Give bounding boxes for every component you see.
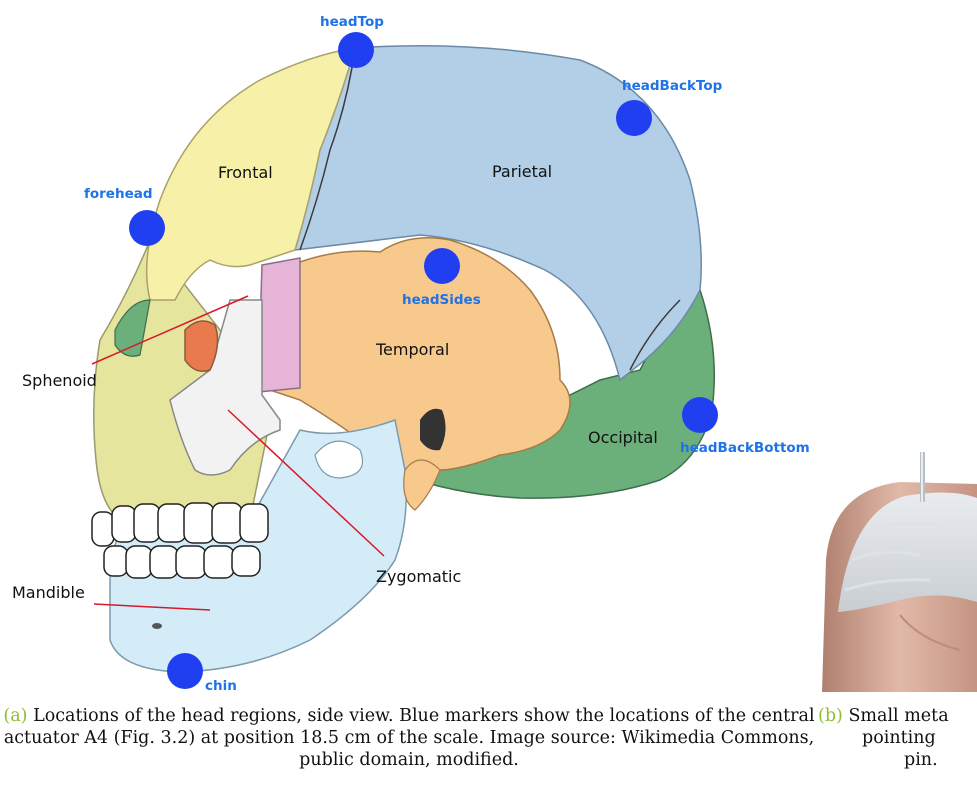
- caption-a: (a) Locations of the head regions, side …: [0, 705, 818, 771]
- zygomatic-label: Zygomatic: [376, 567, 461, 586]
- marker-headTop: [338, 32, 374, 68]
- caption-b-line1: Small meta: [848, 706, 948, 726]
- caption-b-line2: pointing: [818, 727, 977, 749]
- caption-b-tag: (b): [818, 706, 843, 726]
- skull-illustration: Frontal Parietal Temporal Sphenoid Occip…: [12, 14, 810, 694]
- temporal-label: Temporal: [375, 340, 449, 359]
- finger-photo: [822, 452, 977, 692]
- mandible-label: Mandible: [12, 583, 85, 602]
- marker-chin: [167, 653, 203, 689]
- caption-a-tag: (a): [3, 706, 27, 726]
- label-headSides: headSides: [402, 292, 481, 308]
- marker-headBackBottom: [682, 397, 718, 433]
- marker-headSides: [424, 248, 460, 284]
- marker-forehead: [129, 210, 165, 246]
- label-headBackBottom: headBackBottom: [680, 440, 810, 456]
- label-headBackTop: headBackTop: [622, 78, 723, 94]
- parietal-label: Parietal: [492, 162, 552, 181]
- caption-a-text: Locations of the head regions, side view…: [4, 706, 815, 770]
- caption-b-line3: pin.: [818, 749, 977, 771]
- sphenoid-bone: [258, 258, 300, 392]
- caption-b: (b) Small meta pointing pin.: [818, 705, 977, 771]
- label-chin: chin: [205, 678, 237, 694]
- label-forehead: forehead: [84, 186, 153, 202]
- frontal-label: Frontal: [218, 163, 273, 182]
- occipital-label: Occipital: [588, 428, 658, 447]
- marker-headBackTop: [616, 100, 652, 136]
- sphenoid-label: Sphenoid: [22, 371, 97, 390]
- label-headTop: headTop: [320, 14, 384, 30]
